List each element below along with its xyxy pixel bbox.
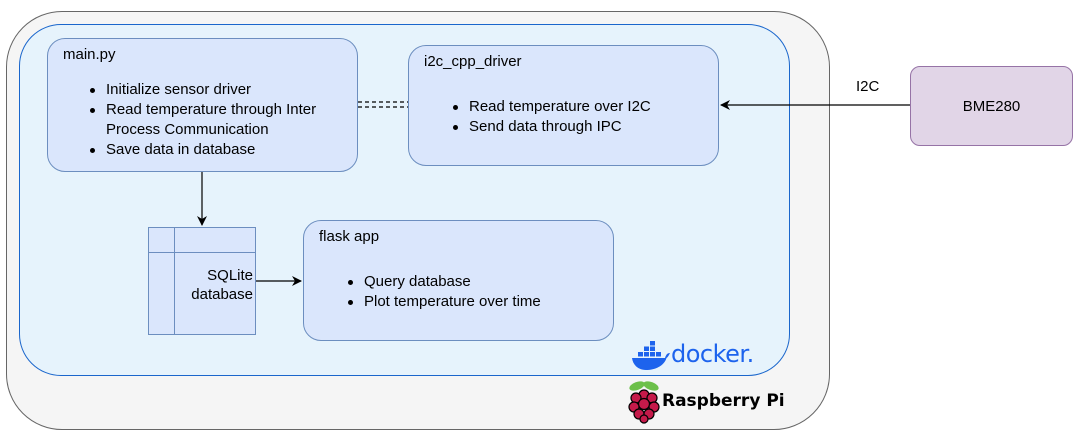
list-item: Query database <box>346 272 616 292</box>
flask-app-node: flask app Query database Plot temperatur… <box>303 220 614 341</box>
docker-whale-icon <box>632 341 670 370</box>
ipc-dashed-link <box>358 101 408 108</box>
flask-app-list: Query database Plot temperature over tim… <box>326 272 616 312</box>
list-item: Plot temperature over time <box>346 292 616 312</box>
flask-app-title: flask app <box>319 228 380 245</box>
main-py-title: main.py <box>63 46 116 63</box>
main-py-list: Initialize sensor driver Read temperatur… <box>68 80 358 160</box>
i2c-driver-node: i2c_cpp_driver Read temperature over I2C… <box>408 45 719 166</box>
raspberry-pi-wordmark: Raspberry Pi <box>662 391 785 411</box>
docker-logo: docker. <box>631 340 756 372</box>
table-header-divider <box>149 252 255 253</box>
table-column-divider <box>174 228 175 334</box>
list-item: Read temperature through Inter Process C… <box>88 100 358 140</box>
database-label-line2: database <box>191 286 253 303</box>
sqlite-database-node: SQLite database <box>148 227 256 335</box>
main-py-node: main.py Initialize sensor driver Read te… <box>47 38 358 172</box>
list-item: Initialize sensor driver <box>88 80 358 100</box>
bme280-label: BME280 <box>962 97 1021 115</box>
i2c-link-label: I2C <box>856 78 880 95</box>
i2c-driver-title: i2c_cpp_driver <box>424 53 522 70</box>
raspberry-pi-icon <box>628 381 660 424</box>
list-item: Read temperature over I2C <box>451 97 721 117</box>
i2c-driver-list: Read temperature over I2C Send data thro… <box>431 97 721 137</box>
database-label: SQLite database <box>175 266 253 304</box>
docker-wordmark: docker. <box>671 340 754 368</box>
raspberry-pi-logo: Raspberry Pi <box>626 380 786 424</box>
database-label-line1: SQLite <box>207 267 253 284</box>
list-item: Send data through IPC <box>451 117 721 137</box>
bme280-sensor-node: BME280 <box>910 66 1073 146</box>
list-item: Save data in database <box>88 140 358 160</box>
